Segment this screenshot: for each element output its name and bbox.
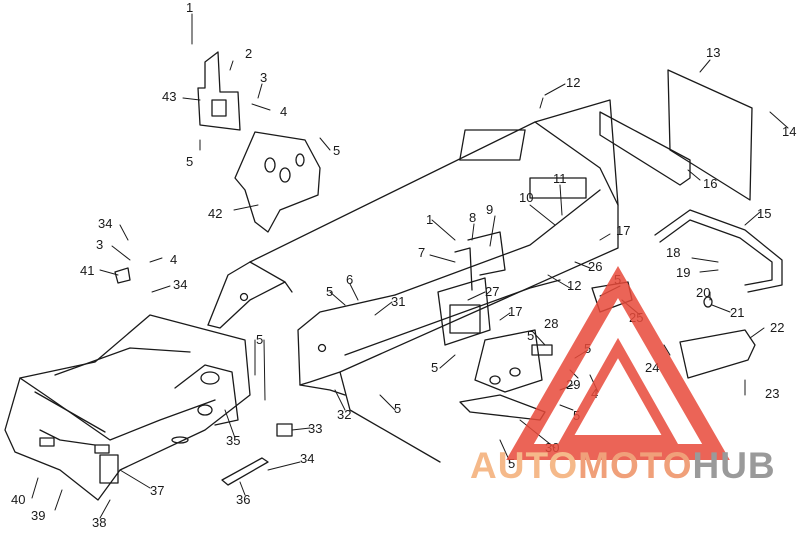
chassis-tunnel bbox=[207, 99, 619, 463]
callout-37: 37 bbox=[150, 483, 164, 498]
callout-20: 20 bbox=[696, 285, 710, 300]
callout-18: 18 bbox=[666, 245, 680, 260]
watermark-auto: AUTO bbox=[470, 445, 578, 486]
belly-pan bbox=[4, 314, 251, 501]
callout-17b: 17 bbox=[508, 304, 522, 319]
automotohub-watermark: AUTOMOTOHUB bbox=[470, 265, 776, 486]
rear-flap bbox=[599, 69, 753, 201]
watermark-moto: MOTO bbox=[578, 445, 692, 486]
callout-19: 19 bbox=[676, 265, 690, 280]
callout-4a: 4 bbox=[280, 104, 287, 119]
callout-5k: 5 bbox=[508, 456, 515, 471]
callout-3b: 3 bbox=[96, 237, 103, 252]
callout-36: 36 bbox=[236, 492, 250, 507]
callout-5c: 5 bbox=[326, 284, 333, 299]
callout-7: 7 bbox=[418, 245, 425, 260]
callout-16: 16 bbox=[703, 176, 717, 191]
callout-labels: 1 2 3 4 43 5 5 42 12 13 14 16 15 11 10 9… bbox=[11, 0, 796, 530]
callout-5i: 5 bbox=[394, 401, 401, 416]
grab-bar bbox=[654, 209, 783, 308]
callout-8: 8 bbox=[469, 210, 476, 225]
callout-28: 28 bbox=[544, 316, 558, 331]
callout-5e: 5 bbox=[527, 328, 534, 343]
callout-3a: 3 bbox=[260, 70, 267, 85]
callout-5g: 5 bbox=[431, 360, 438, 375]
callout-34c: 34 bbox=[300, 451, 314, 466]
callout-43: 43 bbox=[162, 89, 176, 104]
callout-12a: 12 bbox=[566, 75, 580, 90]
callout-2: 2 bbox=[245, 46, 252, 61]
callout-39: 39 bbox=[31, 508, 45, 523]
callout-9: 9 bbox=[486, 202, 493, 217]
leader-lines bbox=[31, 13, 789, 519]
callout-22: 22 bbox=[770, 320, 784, 335]
callout-5b: 5 bbox=[333, 143, 340, 158]
callout-17a: 17 bbox=[616, 223, 630, 238]
callout-34b: 34 bbox=[173, 277, 187, 292]
callout-24: 24 bbox=[645, 360, 659, 375]
callout-10: 10 bbox=[519, 190, 533, 205]
callout-38: 38 bbox=[92, 515, 106, 529]
callout-5a: 5 bbox=[186, 154, 193, 169]
console-assembly bbox=[437, 231, 506, 346]
callout-26: 26 bbox=[588, 259, 602, 274]
callout-15: 15 bbox=[757, 206, 771, 221]
callout-31: 31 bbox=[391, 294, 405, 309]
callout-21: 21 bbox=[730, 305, 744, 320]
callout-42: 42 bbox=[208, 206, 222, 221]
callout-6: 6 bbox=[346, 272, 353, 287]
callout-11: 11 bbox=[553, 171, 567, 186]
callout-34a: 34 bbox=[98, 216, 112, 231]
callout-13: 13 bbox=[706, 45, 720, 60]
callout-4b: 4 bbox=[170, 252, 177, 267]
watermark-triangle-logo bbox=[506, 265, 730, 460]
small-hardware bbox=[114, 267, 293, 486]
callout-14: 14 bbox=[782, 124, 796, 139]
callout-35: 35 bbox=[226, 433, 240, 448]
callout-32: 32 bbox=[337, 407, 351, 422]
watermark-wordmark: AUTOMOTOHUB bbox=[470, 445, 776, 486]
callout-23: 23 bbox=[765, 386, 779, 401]
callout-5f: 5 bbox=[256, 332, 263, 347]
steering-bracket bbox=[197, 51, 321, 233]
callout-33: 33 bbox=[308, 421, 322, 436]
callout-12b: 12 bbox=[567, 278, 581, 293]
callout-40: 40 bbox=[11, 492, 25, 507]
callout-41: 41 bbox=[80, 263, 94, 278]
callout-1a: 1 bbox=[186, 0, 193, 15]
callout-1b: 1 bbox=[426, 212, 433, 227]
side-mount bbox=[679, 329, 756, 379]
watermark-hub: HUB bbox=[692, 445, 775, 486]
callout-27: 27 bbox=[485, 284, 499, 299]
